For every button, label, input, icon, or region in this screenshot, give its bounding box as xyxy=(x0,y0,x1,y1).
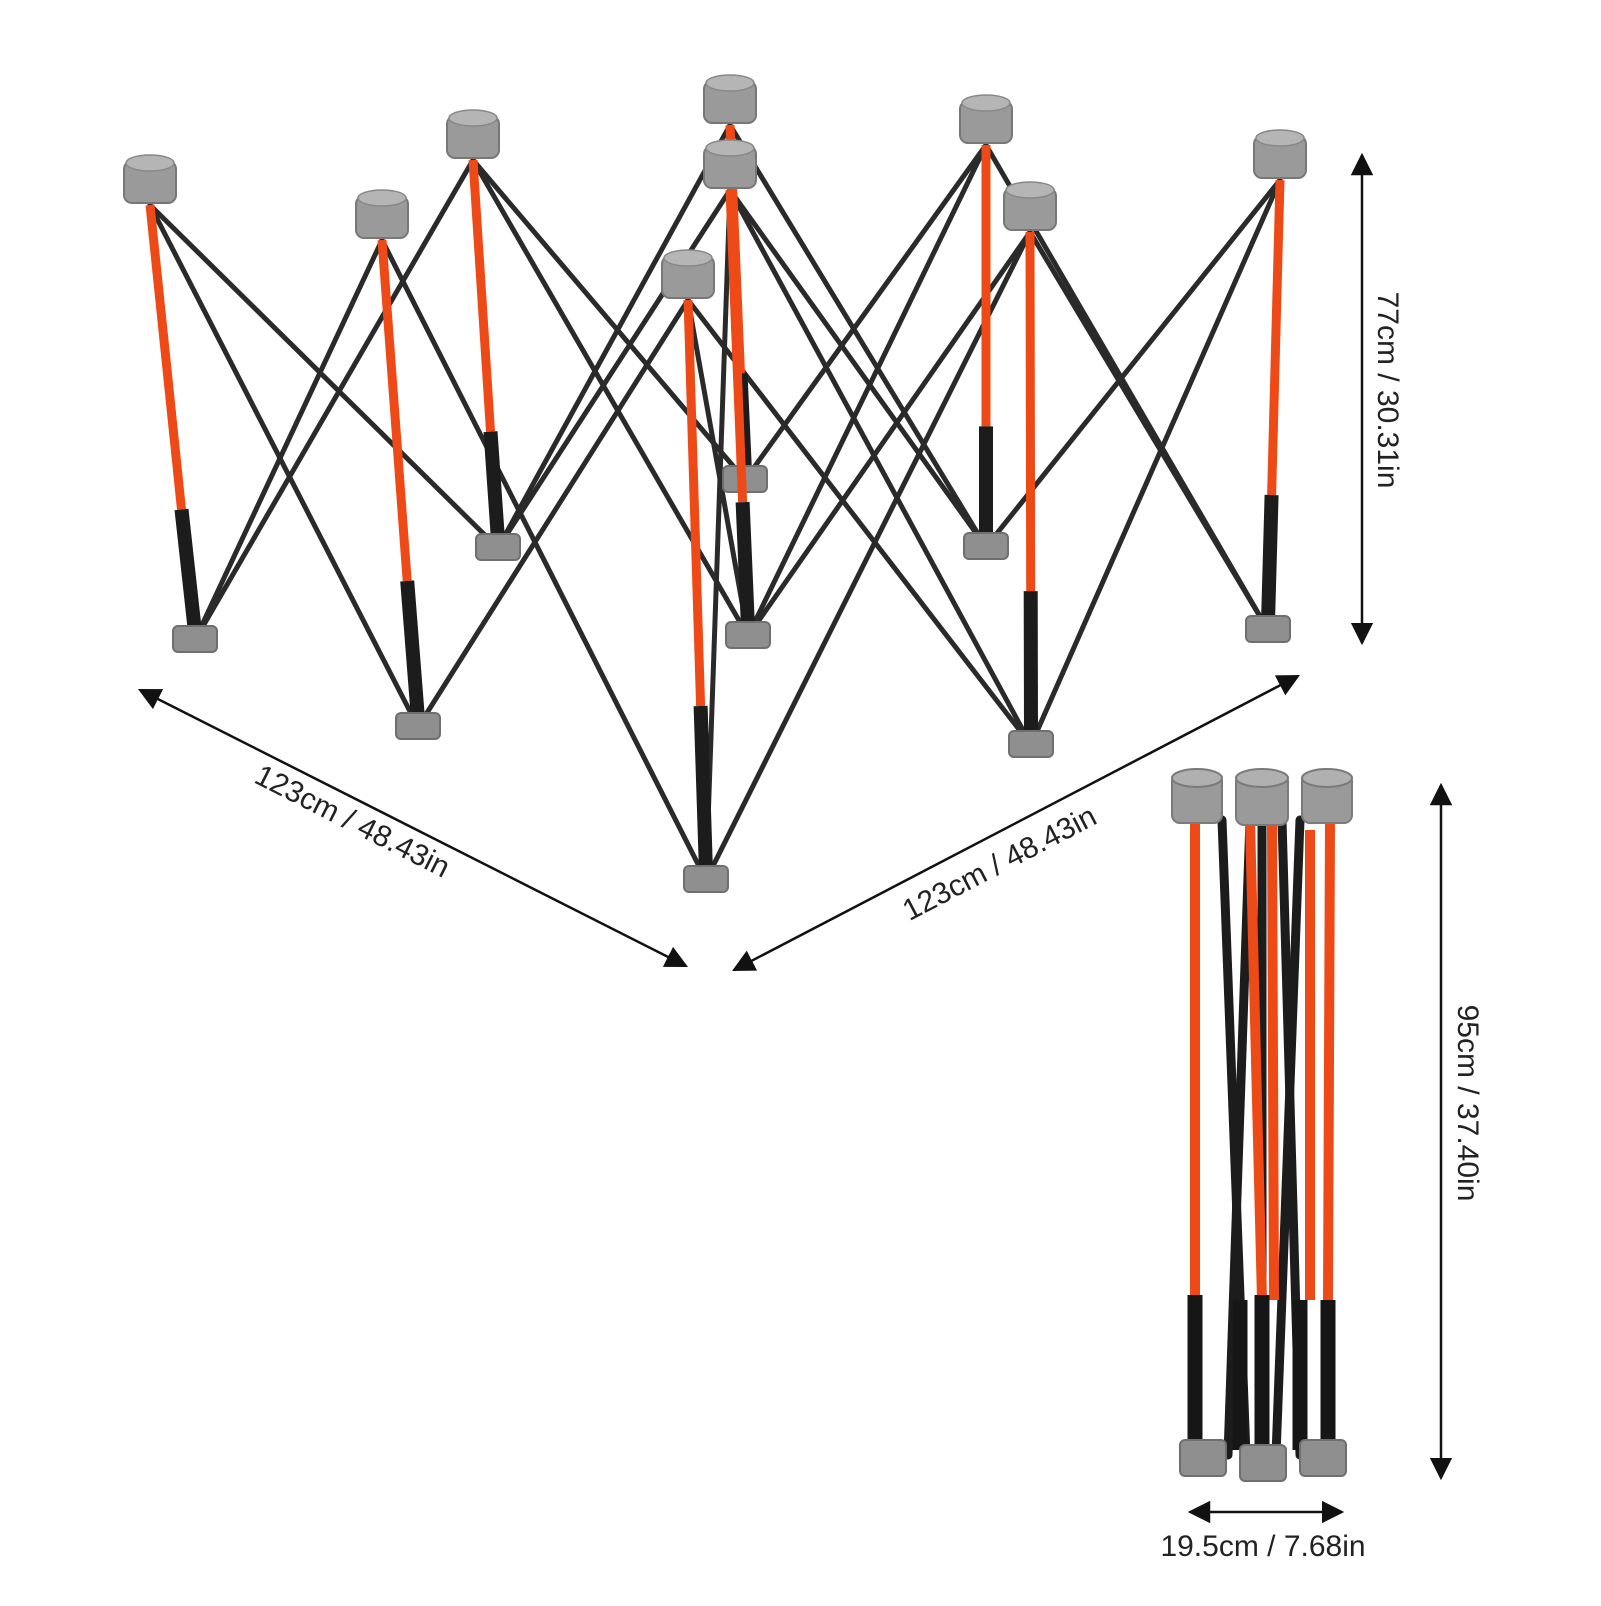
open-sawhorse-legs xyxy=(124,75,1306,892)
open-height-label: 77cm / 30.31in xyxy=(1371,292,1404,489)
folded-sawhorse xyxy=(1172,769,1352,1481)
folded-height-label: 95cm / 37.40in xyxy=(1451,1005,1484,1202)
folded-width-label: 19.5cm / 7.68in xyxy=(1160,1530,1365,1563)
open-depth-label: 123cm / 48.43in xyxy=(897,800,1102,928)
sawhorse-leg xyxy=(1246,130,1306,642)
open-width-label: 123cm / 48.43in xyxy=(250,759,455,885)
open-sawhorse-struts xyxy=(150,125,1280,880)
sawhorse-leg xyxy=(960,95,1012,559)
sawhorse-leg xyxy=(124,155,217,652)
